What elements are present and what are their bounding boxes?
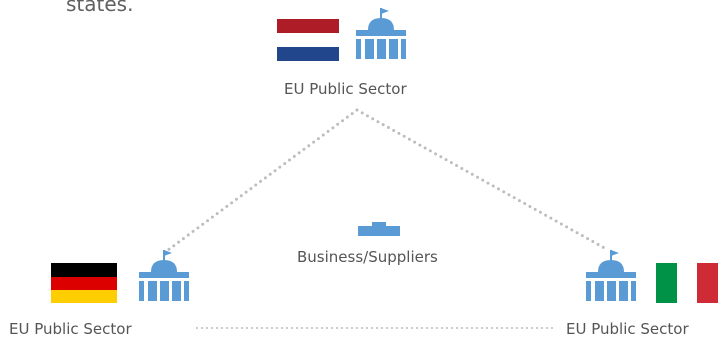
node-left-label: EU Public Sector: [9, 320, 132, 338]
node-top-label: EU Public Sector: [284, 80, 407, 98]
government-building-icon: [139, 250, 189, 301]
connector-top-left: [166, 108, 359, 252]
germany-flag: [51, 263, 117, 303]
node-center-label: Business/Suppliers: [297, 248, 438, 266]
briefcase-icon: [358, 222, 400, 236]
italy-flag: [656, 263, 718, 303]
netherlands-flag: [277, 19, 339, 61]
government-building-icon: [356, 8, 406, 59]
government-building-icon: [586, 250, 636, 301]
node-right-label: EU Public Sector: [566, 320, 689, 338]
connector-top-right: [355, 108, 610, 252]
intro-text: states.: [66, 0, 134, 16]
